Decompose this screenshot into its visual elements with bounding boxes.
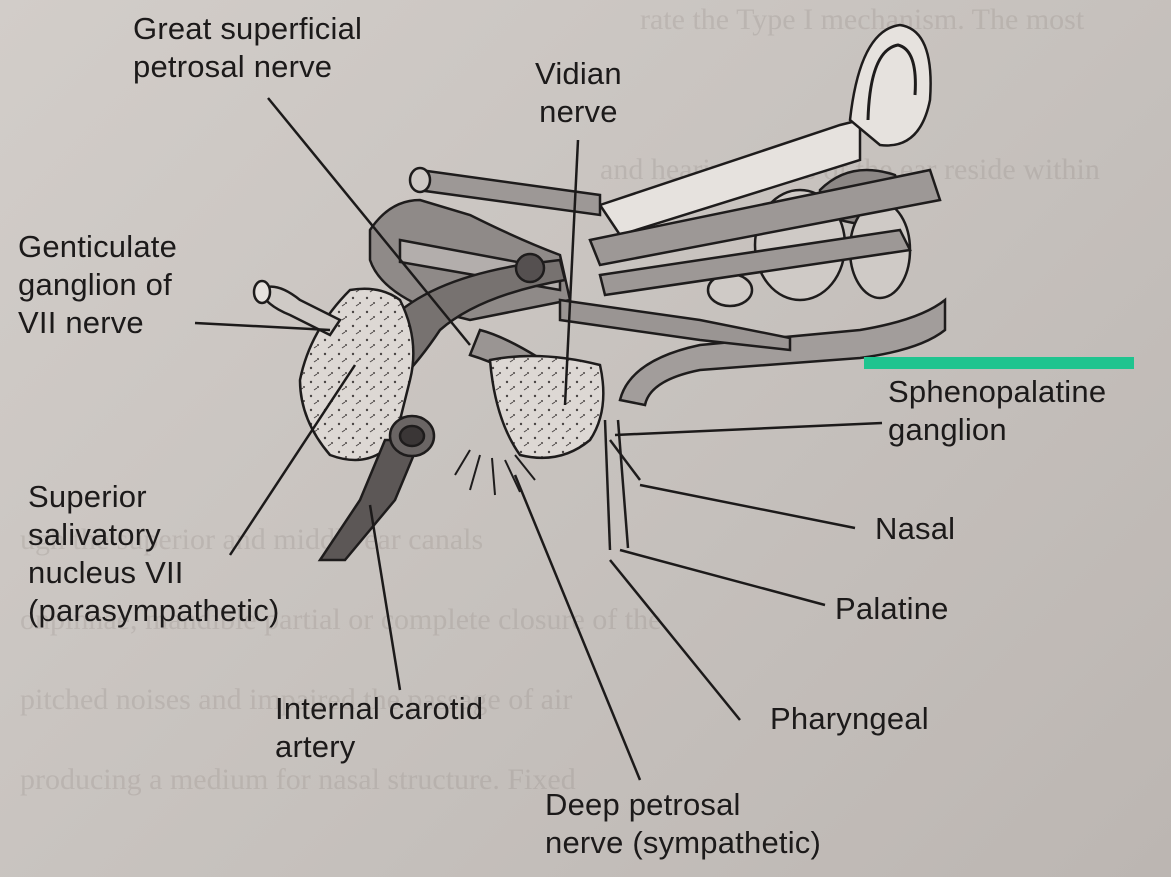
- superior-salivatory-label: Superior salivatory nucleus VII (parasym…: [28, 478, 280, 630]
- pharyngeal-label: Pharyngeal: [770, 700, 929, 738]
- vidian-nerve-label: Vidian nerve: [535, 55, 622, 131]
- nasal-label: Nasal: [875, 510, 955, 548]
- sphenopalatine-bone-region: [490, 356, 603, 458]
- descending-branches: [605, 420, 640, 550]
- deep-petrosal-label: Deep petrosal nerve (sympathetic): [545, 786, 821, 862]
- internal-carotid-label: Internal carotid artery: [275, 690, 483, 766]
- great-superficial-petrosal-label: Great superficial petrosal nerve: [133, 10, 362, 86]
- geniculate-ganglion-label: Genticulate ganglion of VII nerve: [18, 228, 177, 342]
- palatine-label: Palatine: [835, 590, 949, 628]
- highlight-bar: [864, 357, 1134, 369]
- sphenopalatine-label: Sphenopalatine ganglion: [888, 373, 1106, 449]
